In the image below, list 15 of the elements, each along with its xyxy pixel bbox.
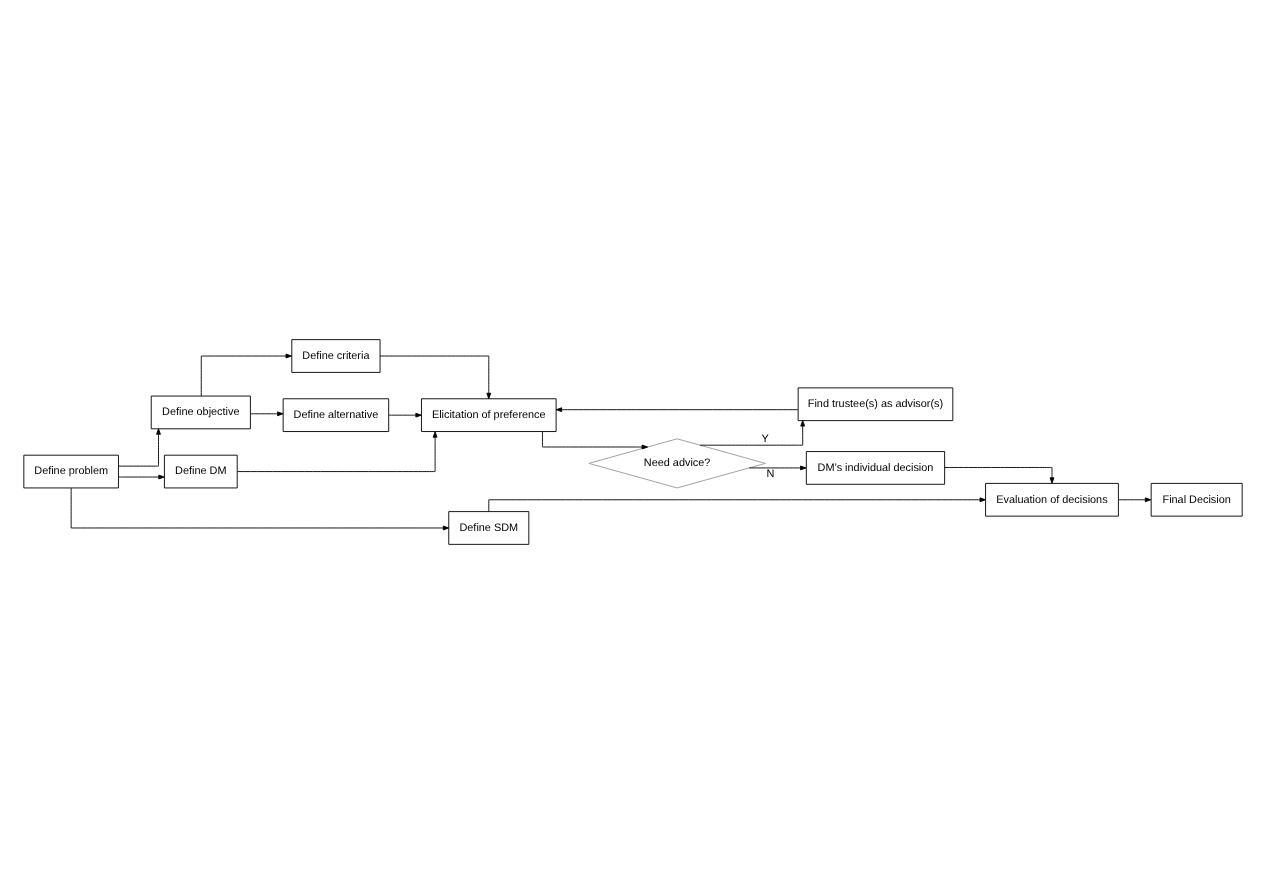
arrow — [488, 497, 986, 513]
arrow — [555, 407, 799, 413]
arrow — [699, 420, 806, 446]
arrow — [118, 474, 165, 480]
arrow — [236, 431, 438, 473]
arrow — [944, 467, 1055, 484]
arrow — [379, 355, 492, 400]
arrow — [118, 428, 161, 467]
arrow — [70, 487, 450, 531]
arrow — [388, 412, 422, 418]
arrow — [200, 353, 292, 397]
arrow — [1118, 497, 1152, 503]
arrow — [748, 465, 807, 471]
arrow — [250, 411, 284, 417]
arrow — [542, 431, 649, 450]
